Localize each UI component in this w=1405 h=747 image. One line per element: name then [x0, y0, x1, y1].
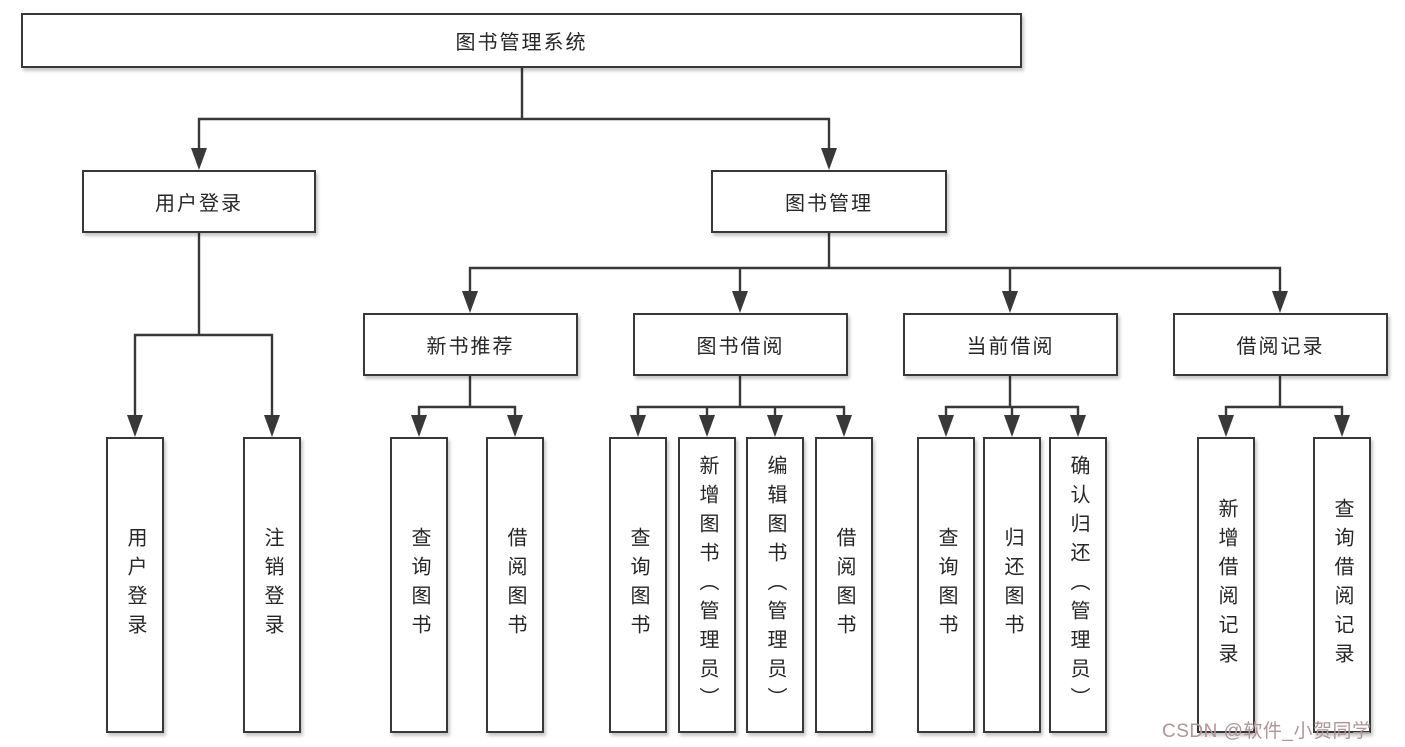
arrow-down-icon: [699, 415, 715, 437]
arrow-down-icon: [1218, 415, 1234, 437]
arrow-down-icon: [1334, 415, 1350, 437]
arrow-down-icon: [767, 415, 783, 437]
leaf-add-borrow-record: 新增借阅记录: [1197, 437, 1255, 733]
watermark: CSDN @软件_小贺同学: [1162, 721, 1372, 742]
arrow-down-icon: [836, 415, 852, 437]
leaf-edit-book-admin: 编辑图书（管理员）: [746, 437, 804, 733]
leaf-query-borrow-record: 查询借阅记录: [1313, 437, 1371, 733]
leaf-logout: 注销登录: [243, 437, 301, 733]
arrow-down-icon: [462, 291, 478, 313]
leaf-query-books-borrow: 查询图书: [609, 437, 667, 733]
arrow-down-icon: [732, 291, 748, 313]
node-new-book-recommend: 新书推荐: [363, 313, 578, 376]
arrow-down-icon: [411, 415, 427, 437]
arrow-down-icon: [507, 415, 523, 437]
arrow-down-icon: [191, 148, 207, 170]
arrow-down-icon: [127, 415, 143, 437]
node-user-login: 用户登录: [82, 170, 316, 233]
leaf-borrow-book: 借阅图书: [815, 437, 873, 733]
leaf-query-books-current: 查询图书: [917, 437, 975, 733]
leaf-borrow-book-recommend: 借阅图书: [486, 437, 544, 733]
arrow-down-icon: [1070, 415, 1086, 437]
node-book-borrow: 图书借阅: [633, 313, 848, 376]
node-current-borrow: 当前借阅: [903, 313, 1118, 376]
node-root-library-system: 图书管理系统: [21, 13, 1022, 68]
arrow-down-icon: [1004, 415, 1020, 437]
arrow-down-icon: [938, 415, 954, 437]
arrow-down-icon: [821, 148, 837, 170]
leaf-confirm-return-admin: 确认归还（管理员）: [1049, 437, 1107, 733]
leaf-add-book-admin: 新增图书（管理员）: [678, 437, 736, 733]
arrow-down-icon: [1272, 291, 1288, 313]
node-borrow-records: 借阅记录: [1173, 313, 1388, 376]
arrow-down-icon: [630, 415, 646, 437]
arrow-down-icon: [264, 415, 280, 437]
arrowheads: [127, 148, 1350, 437]
node-book-management: 图书管理: [711, 170, 947, 233]
leaf-query-books-recommend: 查询图书: [390, 437, 448, 733]
arrow-down-icon: [1002, 291, 1018, 313]
leaf-return-book: 归还图书: [983, 437, 1041, 733]
leaf-user-login: 用户登录: [106, 437, 164, 733]
